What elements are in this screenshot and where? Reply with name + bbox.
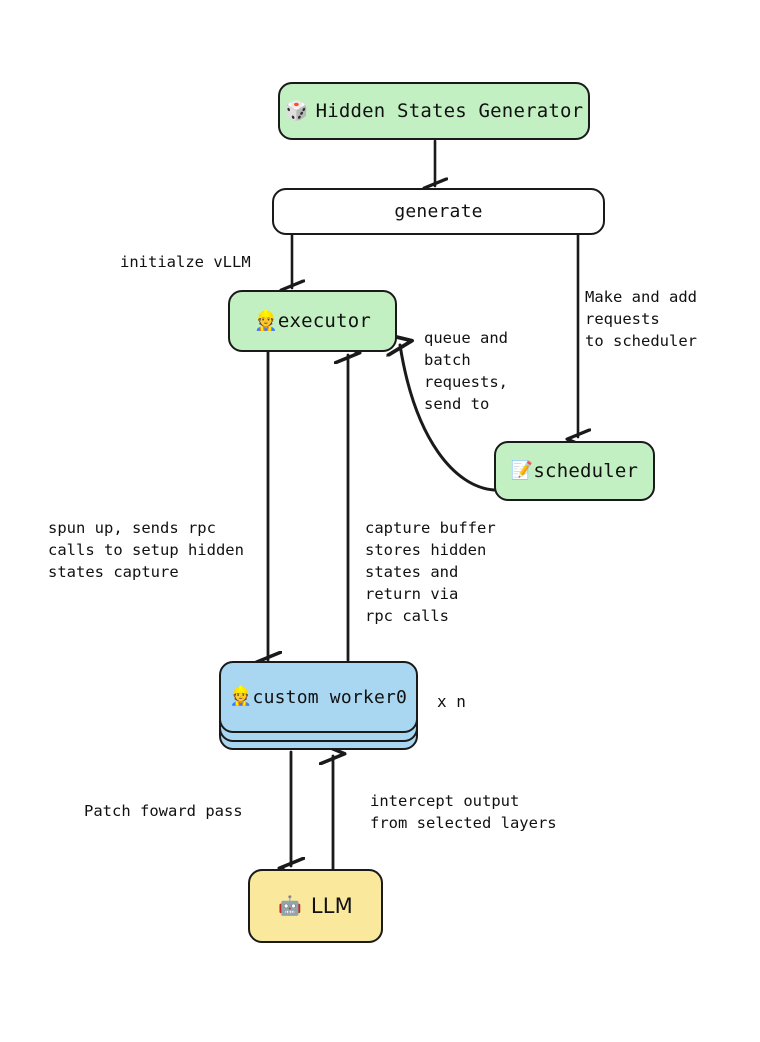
edge-label-queue-and-batch: queue and batch requests, send to (424, 329, 508, 413)
node-hidden-states-generator-label: Hidden States Generator (315, 100, 584, 122)
node-llm-label: LLM (310, 894, 353, 918)
edge-label-spun-up-rpc: spun up, sends rpc calls to setup hidden… (48, 519, 244, 581)
robot-icon: 🤖 (278, 894, 302, 917)
edge-label-capture-buffer: capture buffer stores hidden states and … (365, 519, 496, 625)
edge-label-intercept-output: intercept output from selected layers (370, 792, 557, 832)
worker-person-icon: 👷 (254, 309, 278, 332)
edge-label-patch-forward-pass: Patch foward pass (84, 802, 243, 820)
edge-label-make-and-add-requests: Make and add requests to scheduler (585, 288, 697, 350)
dice-icon: 🎲 (284, 99, 309, 122)
edge-label-initialize-vllm: initialze vLLM (120, 253, 251, 271)
notepad-icon: 📝 (510, 460, 534, 481)
edge-scheduler-to-executor (400, 345, 496, 492)
node-scheduler[interactable]: 📝 scheduler (494, 441, 655, 501)
node-generate[interactable]: generate (272, 188, 605, 235)
node-executor-label: executor (277, 310, 371, 332)
node-executor[interactable]: 👷 executor (228, 290, 397, 352)
worker-multiplier-label: x n (437, 692, 466, 711)
node-custom-worker-label: custom worker0 (252, 686, 408, 708)
node-llm[interactable]: 🤖 LLM (248, 869, 383, 943)
construction-worker-icon: 👷 (229, 686, 253, 707)
node-generate-label: generate (394, 201, 483, 222)
node-scheduler-label: scheduler (533, 460, 639, 482)
node-hidden-states-generator[interactable]: 🎲 Hidden States Generator (278, 82, 590, 140)
node-custom-worker[interactable]: 👷 custom worker0 (219, 661, 418, 733)
